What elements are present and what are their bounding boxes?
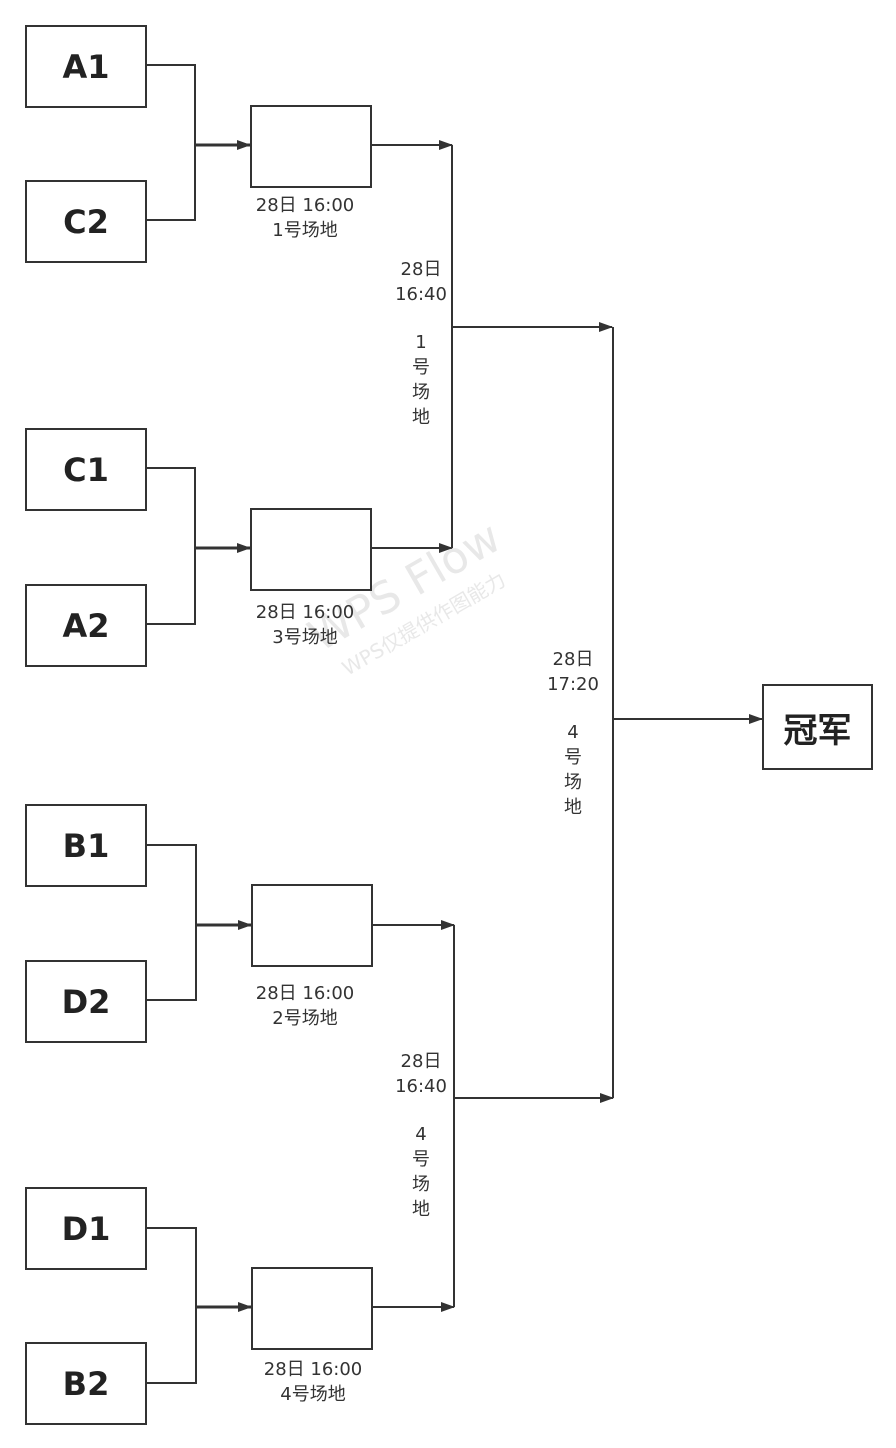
team-a2: A2 (25, 584, 147, 667)
semi-2-venue-4: 地 (412, 1199, 430, 1220)
connector-c1 (145, 467, 196, 548)
final-venue-4: 地 (564, 797, 582, 818)
semi-2-time: 16:40 (395, 1076, 447, 1097)
match-2-schedule: 28日 16:00 2号场地 (230, 981, 380, 1031)
match-1-schedule: 28日 16:00 1号场地 (230, 193, 380, 243)
final-schedule: 28日 17:20 4 号 场 地 (538, 647, 608, 820)
connector-a1 (145, 64, 196, 145)
final-venue-2: 号 (564, 747, 582, 768)
champion-box: 冠军 (762, 684, 873, 770)
semi-2-venue-2: 号 (412, 1149, 430, 1170)
match-1-time: 28日 16:00 (255, 195, 355, 216)
semi-2-date: 28日 (400, 1051, 442, 1072)
match-box-3 (250, 508, 372, 591)
final-time: 17:20 (547, 674, 599, 695)
team-b2: B2 (25, 1342, 147, 1425)
team-b1: B1 (25, 804, 147, 887)
connector-a2 (145, 548, 196, 625)
final-date: 28日 (552, 649, 594, 670)
connector-d1 (145, 1227, 197, 1307)
match-3-schedule: 28日 16:00 3号场地 (230, 600, 380, 650)
connector-d2 (145, 925, 197, 1001)
team-d1: D1 (25, 1187, 147, 1270)
match-box-4 (251, 1267, 373, 1350)
semi-1-venue-4: 地 (412, 407, 430, 428)
semi-1-date: 28日 (400, 259, 442, 280)
team-a1: A1 (25, 25, 147, 108)
match-2-time: 28日 16:00 (255, 983, 355, 1004)
semi-2-venue-1: 4 (415, 1124, 427, 1145)
connector-c2 (145, 145, 196, 221)
match-3-time: 28日 16:00 (255, 602, 355, 623)
match-4-schedule: 28日 16:00 4号场地 (238, 1357, 388, 1407)
match-box-2 (251, 884, 373, 967)
semi-1-schedule: 28日 16:40 1 号 场 地 (386, 257, 456, 430)
match-4-time: 28日 16:00 (263, 1359, 363, 1380)
semi-1-venue-2: 号 (412, 357, 430, 378)
match-2-venue: 2号场地 (272, 1008, 338, 1029)
match-3-venue: 3号场地 (272, 627, 338, 648)
match-4-venue: 4号场地 (280, 1384, 346, 1405)
semi-1-venue-1: 1 (415, 332, 427, 353)
final-venue-3: 场 (564, 772, 582, 793)
team-d2: D2 (25, 960, 147, 1043)
semi-2-venue-3: 场 (412, 1174, 430, 1195)
team-c2: C2 (25, 180, 147, 263)
final-venue-1: 4 (567, 722, 579, 743)
semi-1-venue-3: 场 (412, 382, 430, 403)
semi-2-schedule: 28日 16:40 4 号 场 地 (386, 1049, 456, 1222)
connector-b2 (145, 1307, 197, 1384)
semi-1-time: 16:40 (395, 284, 447, 305)
connector-b1 (145, 844, 197, 925)
match-box-1 (250, 105, 372, 188)
match-1-venue: 1号场地 (272, 220, 338, 241)
team-c1: C1 (25, 428, 147, 511)
